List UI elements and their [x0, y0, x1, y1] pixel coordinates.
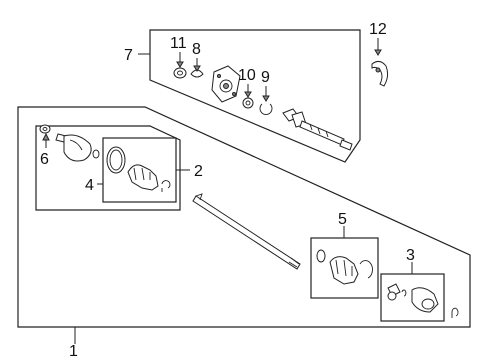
arrow-11 [176, 61, 184, 68]
frame-inner-joint-kit [149, 29, 361, 163]
callout-2: 2 [194, 163, 203, 180]
part-10-washer [242, 97, 254, 109]
part-12-bracket [371, 60, 389, 87]
part-4-outer-boot [106, 146, 171, 192]
part-9-snap-ring [259, 103, 273, 115]
callout-9: 9 [261, 69, 270, 86]
callout-10: 10 [238, 67, 256, 84]
callout-3: 3 [406, 247, 415, 264]
part-3-inner-joint [387, 283, 439, 313]
part-11-seal [173, 67, 187, 79]
arrow-9 [262, 95, 270, 102]
frame-axle-assembly [17, 106, 471, 328]
callout-11: 11 [170, 35, 187, 52]
part-small-clip [451, 307, 459, 318]
part-6-cap [39, 124, 51, 134]
callout-8: 8 [192, 41, 201, 58]
part-axle-shaft [192, 193, 301, 270]
callout-7: 7 [124, 47, 133, 64]
callout-4: 4 [85, 177, 94, 194]
part-bearing-bracket [211, 65, 241, 103]
arrow-6 [42, 132, 50, 141]
callout-12: 12 [369, 21, 387, 38]
part-8-clip [190, 69, 204, 78]
part-5-inner-boot [316, 249, 373, 285]
frame-outer-joint-kit [35, 125, 181, 211]
callout-5: 5 [338, 211, 347, 228]
callout-1: 1 [69, 343, 78, 360]
arrow-10 [244, 91, 252, 98]
part-intermediate-shaft [282, 108, 353, 151]
arrow-12 [374, 49, 382, 56]
part-outer-cv-joint [55, 133, 100, 162]
arrow-8 [193, 65, 201, 72]
callout-6: 6 [40, 151, 49, 168]
